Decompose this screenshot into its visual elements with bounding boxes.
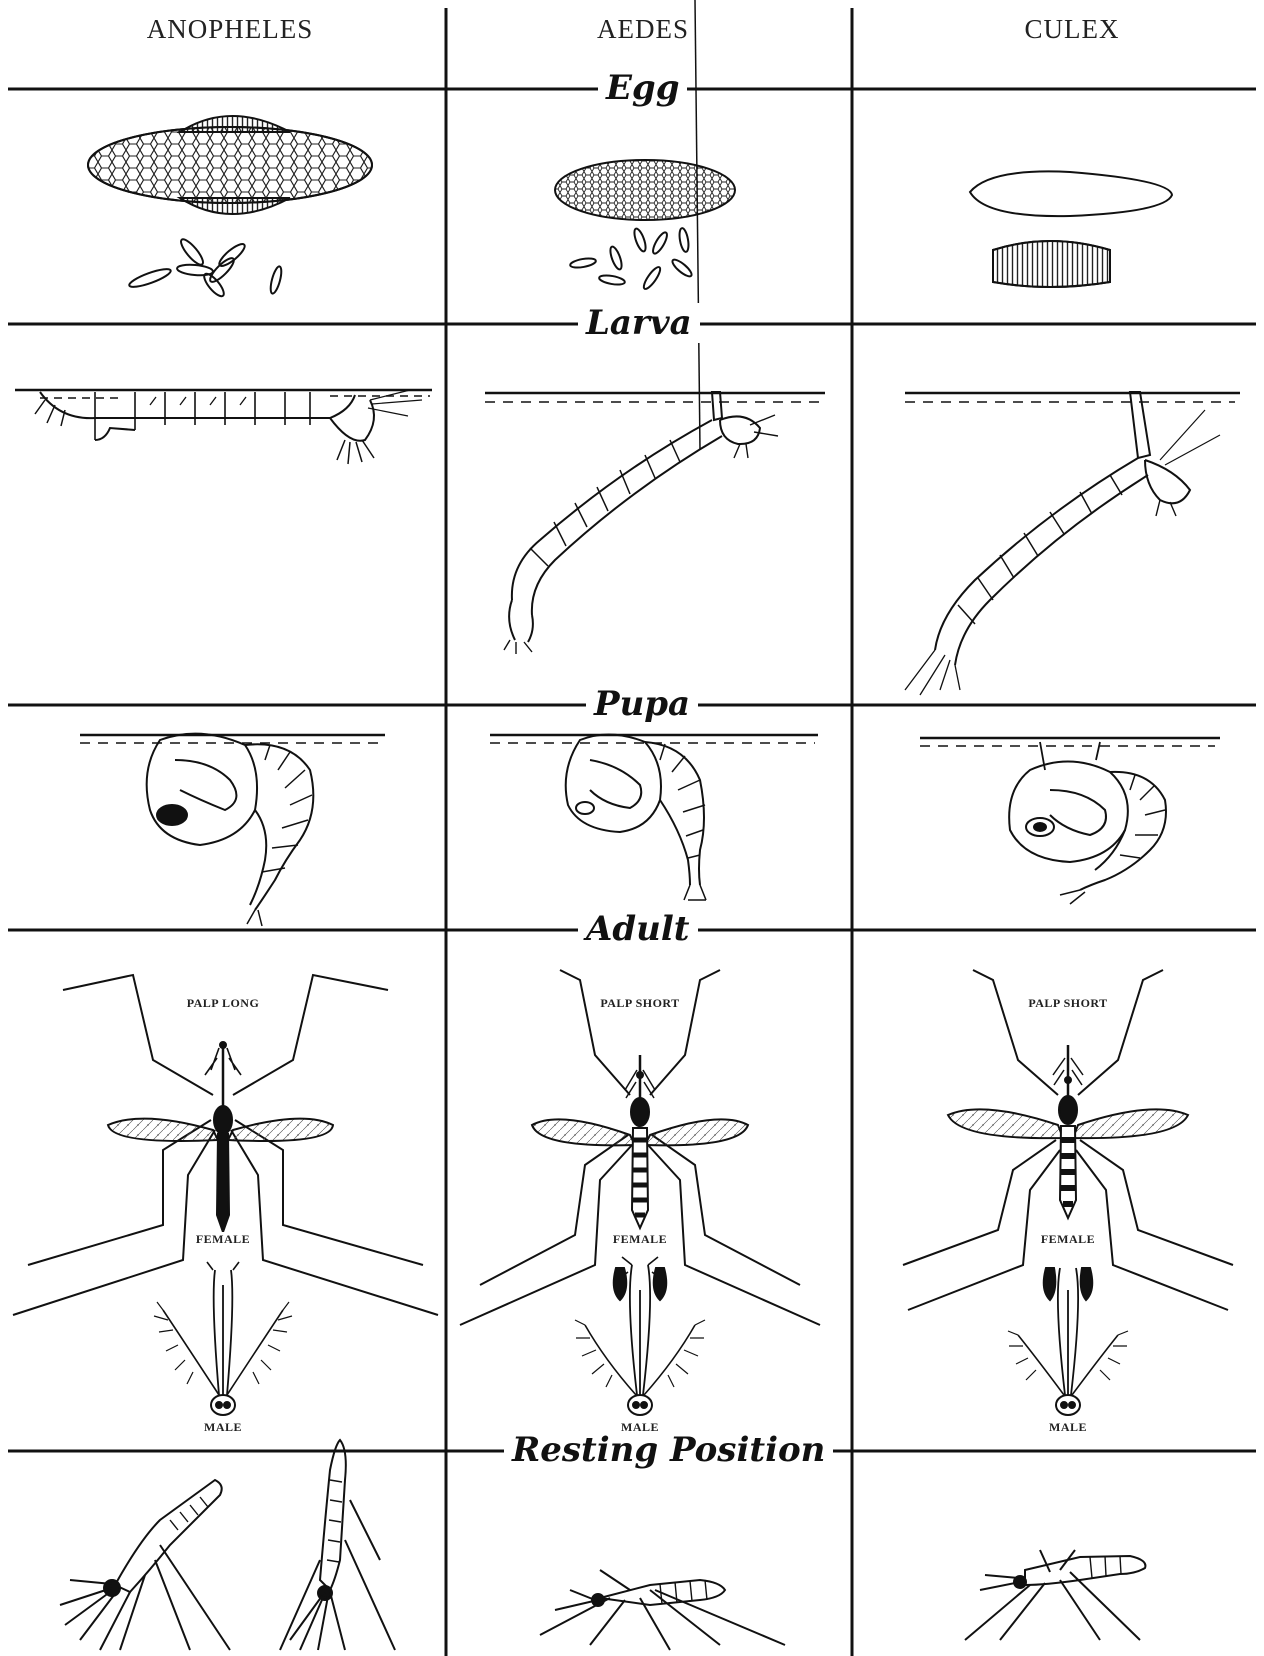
aedes-palp-label: PALP SHORT bbox=[597, 996, 682, 1011]
column-header-culex: CULEX bbox=[922, 14, 1222, 45]
aedes-resting-illustration bbox=[540, 1570, 785, 1650]
anopheles-pupa-illustration bbox=[80, 734, 385, 926]
aedes-pupa-illustration bbox=[490, 734, 818, 900]
stage-label-larva: Larva bbox=[578, 303, 700, 343]
column-header-anopheles: ANOPHELES bbox=[80, 14, 380, 45]
anopheles-palp-label: PALP LONG bbox=[184, 996, 263, 1011]
culex-adult-illustration bbox=[903, 970, 1233, 1415]
culex-resting-illustration bbox=[965, 1550, 1145, 1640]
aedes-male-label: MALE bbox=[618, 1420, 662, 1435]
culex-male-label: MALE bbox=[1046, 1420, 1090, 1435]
culex-larva-illustration bbox=[905, 392, 1240, 695]
anopheles-egg-illustration bbox=[88, 116, 378, 299]
stage-label-resting-position: Resting Position bbox=[504, 1430, 833, 1470]
culex-egg-illustration bbox=[970, 171, 1172, 287]
stage-label-egg: Egg bbox=[598, 68, 687, 108]
anopheles-female-label: FEMALE bbox=[193, 1232, 253, 1247]
aedes-adult-illustration bbox=[460, 970, 820, 1415]
anopheles-larva-illustration bbox=[15, 390, 432, 464]
aedes-female-label: FEMALE bbox=[610, 1232, 670, 1247]
culex-palp-label: PALP SHORT bbox=[1025, 996, 1110, 1011]
anopheles-resting-illustration bbox=[60, 1440, 395, 1650]
stage-label-adult: Adult bbox=[578, 909, 698, 949]
anopheles-adult-illustration bbox=[13, 975, 438, 1415]
anopheles-male-label: MALE bbox=[201, 1420, 245, 1435]
column-header-aedes: AEDES bbox=[493, 14, 793, 45]
culex-pupa-illustration bbox=[920, 738, 1220, 904]
stage-label-pupa: Pupa bbox=[586, 684, 698, 724]
culex-female-label: FEMALE bbox=[1038, 1232, 1098, 1247]
aedes-egg-illustration bbox=[553, 158, 737, 291]
